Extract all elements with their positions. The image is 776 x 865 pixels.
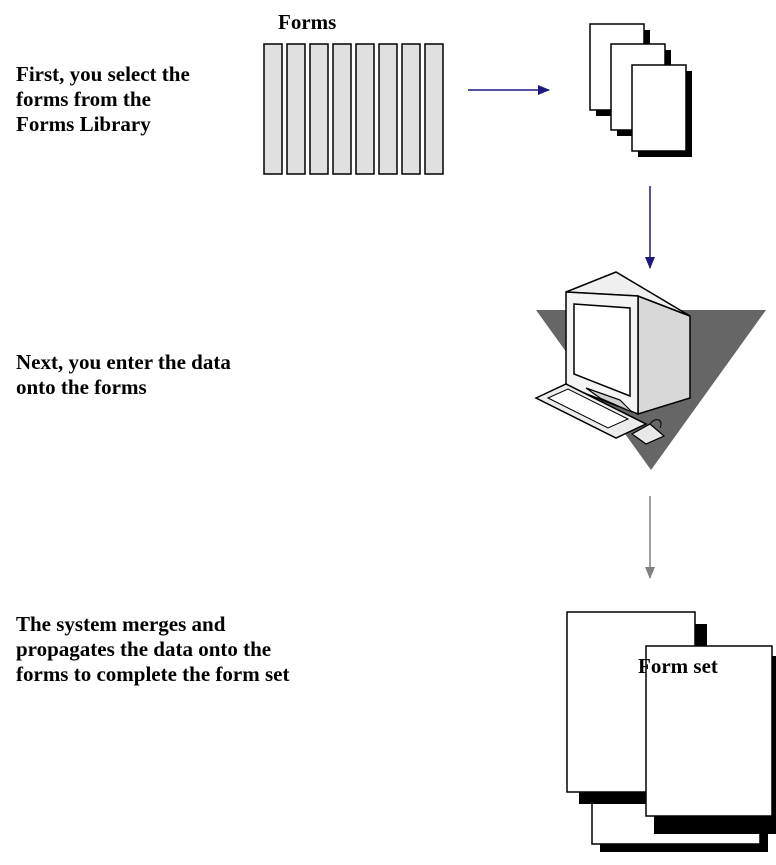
form-set-label: Form set (638, 654, 718, 678)
step-2-text: Next, you enter the data onto the forms (16, 350, 231, 399)
form-set-stack-icon (566, 611, 776, 852)
forms-library-icon (263, 43, 444, 175)
forms-library-label: Forms (278, 10, 337, 34)
step-1-text: First, you select the forms from the For… (16, 62, 190, 136)
selected-forms-stack-icon (589, 23, 692, 157)
computer-workstation-icon (534, 271, 766, 470)
step-3-text: The system merges and propagates the dat… (16, 612, 290, 686)
